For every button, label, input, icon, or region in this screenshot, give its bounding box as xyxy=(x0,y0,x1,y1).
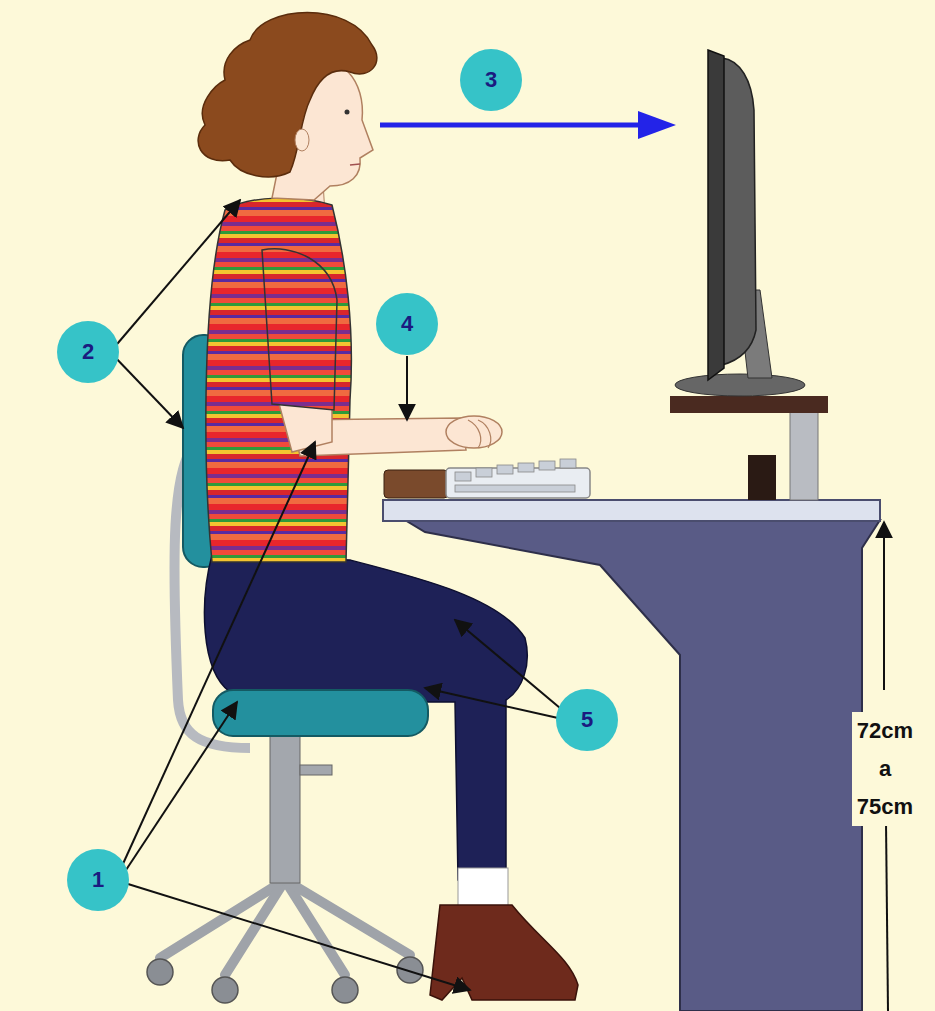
fingers xyxy=(468,420,491,448)
monitor-back xyxy=(722,58,756,365)
eye xyxy=(345,110,350,115)
callout-number: 1 xyxy=(92,869,104,891)
callout-circle: 3 xyxy=(460,49,522,111)
hair xyxy=(198,13,377,177)
callout-number: 4 xyxy=(401,313,413,335)
shelf-top xyxy=(670,396,828,413)
desk-top xyxy=(383,500,880,521)
mouth xyxy=(350,164,360,165)
gas-lift xyxy=(270,735,300,883)
ear xyxy=(295,129,309,151)
dimension-line xyxy=(886,822,888,1011)
dimension-label: 72cm a 75cm xyxy=(852,712,918,826)
leader-line xyxy=(128,884,470,990)
sleeve xyxy=(262,249,337,410)
sight-arrowhead xyxy=(638,111,676,139)
shoe xyxy=(430,905,578,1000)
cable-box xyxy=(748,455,776,500)
sock xyxy=(458,868,508,908)
shelf-support xyxy=(790,412,818,500)
monitor-base xyxy=(675,374,805,396)
leader-lines xyxy=(112,200,560,990)
leader-line xyxy=(425,688,558,718)
callout-circle: 1 xyxy=(67,849,129,911)
keyboard xyxy=(446,468,590,498)
leader-line xyxy=(112,200,240,350)
keyboard-keys xyxy=(455,459,576,492)
monitor-screen xyxy=(708,50,724,380)
chair-wheels xyxy=(147,957,423,1003)
hand xyxy=(446,416,502,448)
sight-line xyxy=(380,123,640,128)
chair-seat xyxy=(213,690,428,736)
callout-number: 2 xyxy=(82,341,94,363)
callout-circle: 2 xyxy=(57,321,119,383)
trousers xyxy=(205,555,528,880)
dimension-arrow xyxy=(883,522,885,690)
leader-line xyxy=(406,356,408,420)
leader-line xyxy=(126,702,237,870)
leader-line xyxy=(122,442,315,866)
callout-circle: 4 xyxy=(376,293,438,355)
callout-number: 3 xyxy=(485,69,497,91)
leader-line xyxy=(112,354,183,428)
chair-lever xyxy=(300,765,332,775)
callout-circle: 5 xyxy=(556,689,618,751)
wrist-rest xyxy=(384,470,448,498)
shirt xyxy=(206,198,352,562)
callout-number: 5 xyxy=(581,709,593,731)
leader-line xyxy=(455,620,560,708)
